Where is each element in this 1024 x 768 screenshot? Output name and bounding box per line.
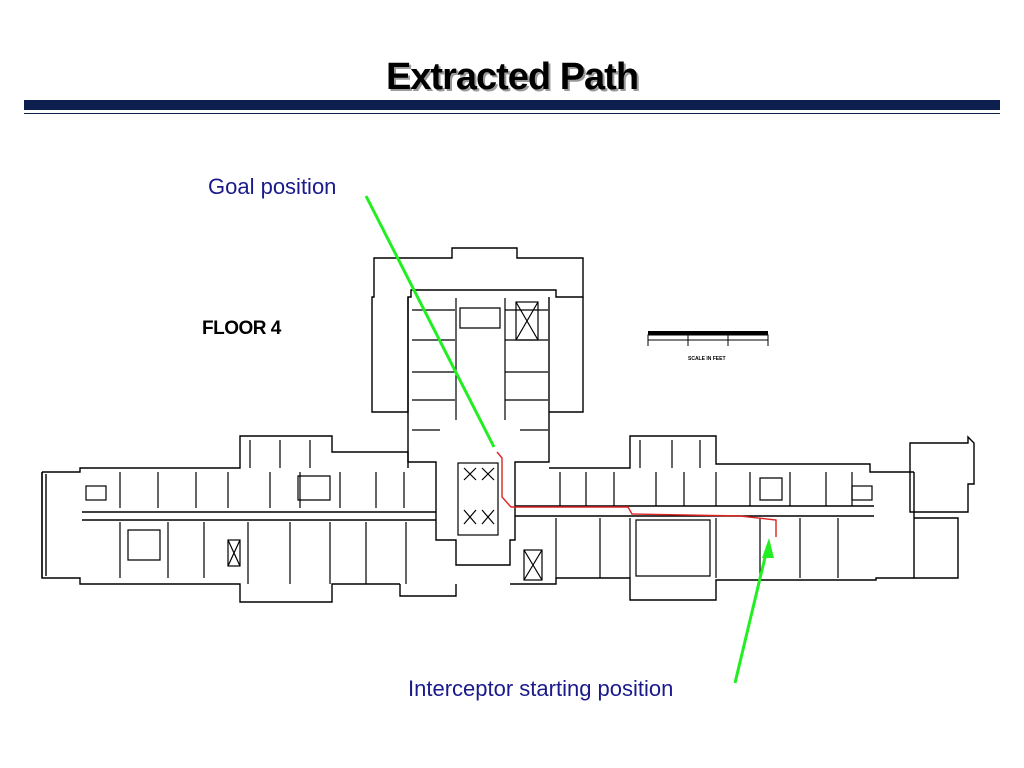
slide-title: Extracted Path <box>385 56 639 98</box>
interceptor-start-label: Interceptor starting position <box>408 676 674 701</box>
elevator-stair-boxes <box>85 301 873 581</box>
interior-walls <box>119 298 853 584</box>
title-rule-thin <box>24 113 1000 114</box>
building-outline <box>41 247 975 603</box>
goal-pointer-line <box>364 195 496 448</box>
start-pointer-arrowhead <box>762 538 774 558</box>
floor-label: FLOOR 4 <box>202 318 281 339</box>
scale-caption: SCALE IN FEET <box>688 356 726 362</box>
scale-bar <box>647 331 769 346</box>
goal-position-label: Goal position <box>208 174 337 199</box>
title-rule <box>24 100 1000 110</box>
start-pointer-line <box>733 544 770 684</box>
extracted-path-line <box>496 451 777 537</box>
